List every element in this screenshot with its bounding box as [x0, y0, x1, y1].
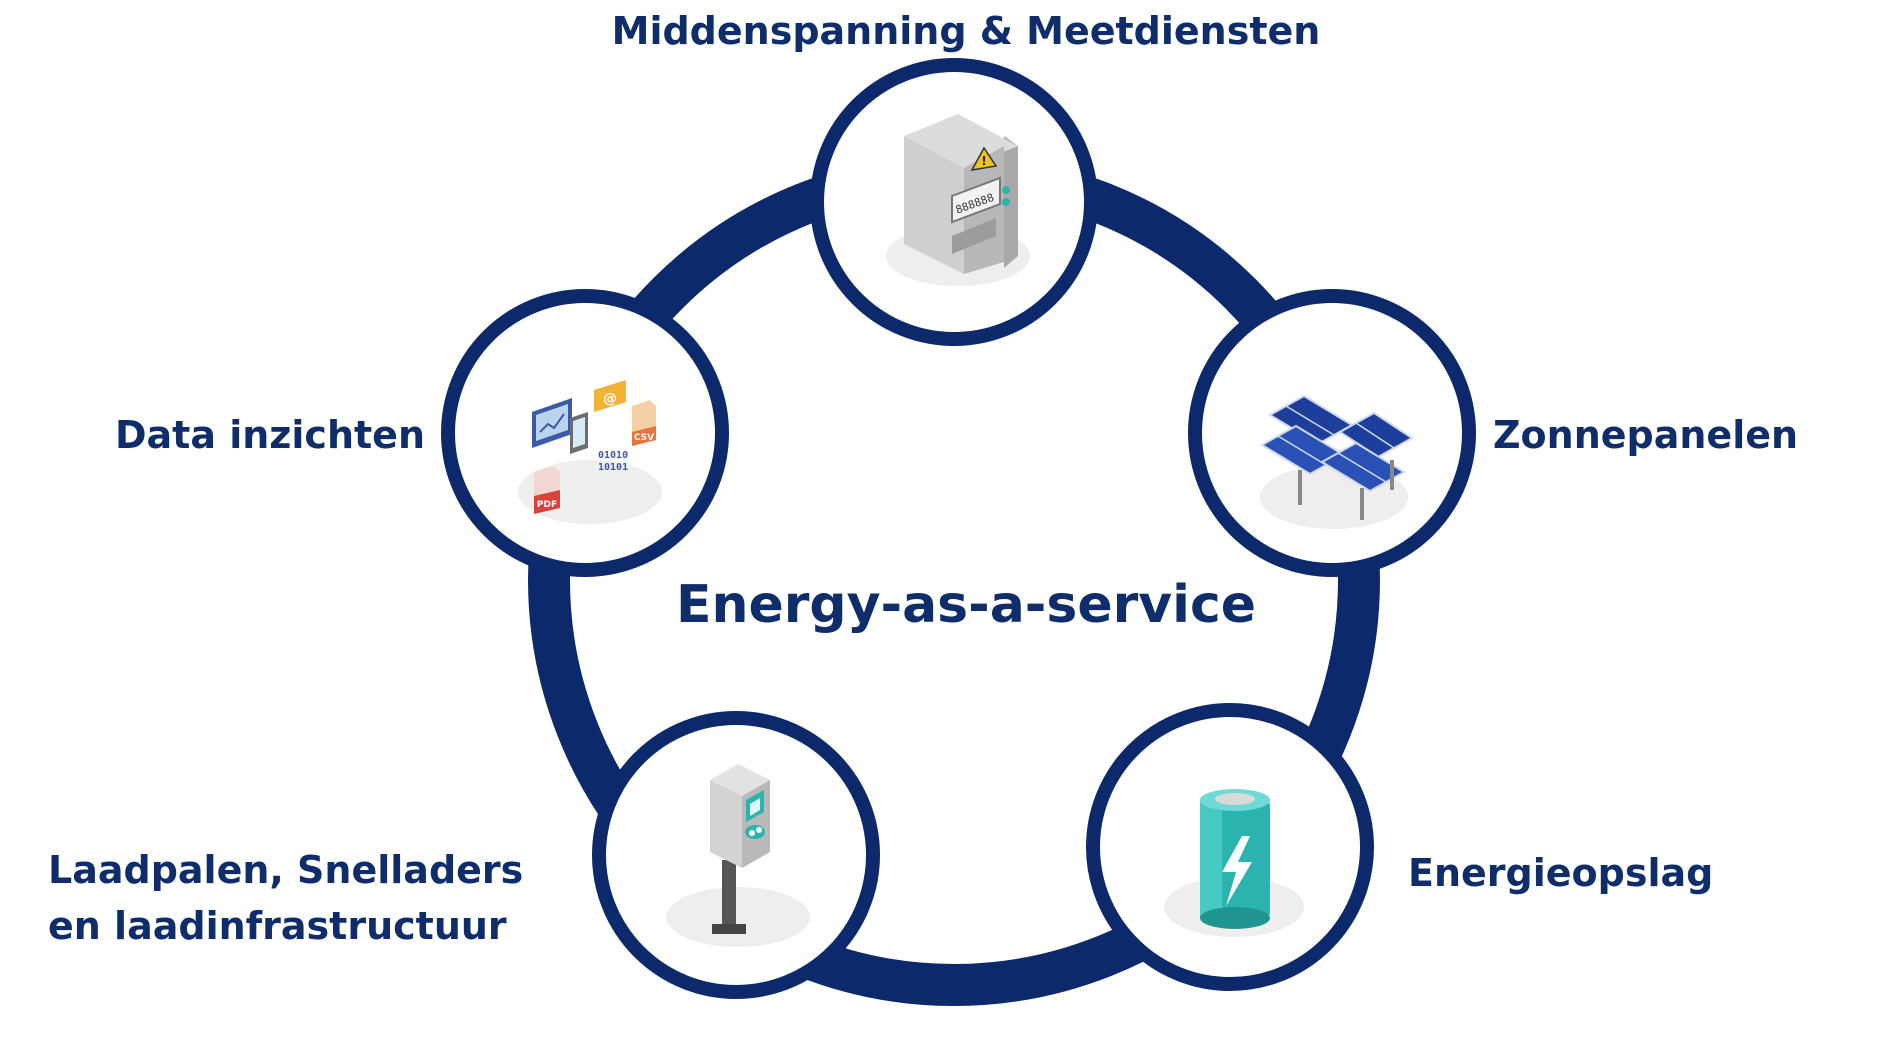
label-data: Data inzichten [115, 413, 425, 457]
node-charging [592, 711, 880, 999]
svg-text:01010: 01010 [598, 450, 628, 461]
label-charging-line-1: Laadpalen, Snelladers [48, 848, 523, 892]
svg-text:10101: 10101 [598, 462, 628, 473]
electricity-meter-icon: ! 888888 [886, 114, 1030, 286]
pdf-file-text: PDF [537, 500, 557, 510]
data-files-icon: @ CSV 01010 10101 PDF [518, 380, 662, 524]
label-charging-line-2: en laadinfrastructuur [48, 904, 507, 948]
email-at-text: @ [603, 391, 617, 407]
charging-station-icon [666, 764, 810, 947]
label-storage: Energieopslag [1408, 851, 1713, 895]
node-storage [1086, 703, 1374, 991]
csv-file-text: CSV [634, 433, 654, 443]
label-solar: Zonnepanelen [1493, 413, 1798, 457]
label-meter: Middenspanning & Meetdiensten [612, 9, 1321, 53]
svg-text:!: ! [981, 154, 986, 168]
battery-icon [1164, 789, 1304, 937]
node-meter: ! 888888 [810, 58, 1098, 346]
node-solar [1188, 289, 1476, 577]
center-title: Energy-as-a-service [676, 575, 1256, 635]
solar-panels-icon [1260, 394, 1414, 529]
node-data: @ CSV 01010 10101 PDF [441, 289, 729, 577]
